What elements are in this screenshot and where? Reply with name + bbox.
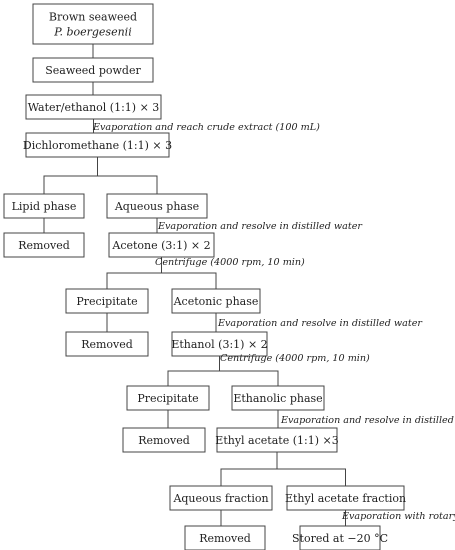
flow-node-n16: Ethyl acetate (1:1) ×3 <box>215 427 339 453</box>
node-label: Precipitate <box>76 295 137 308</box>
node-label: Acetonic phase <box>173 295 259 308</box>
flow-node-n20: Stored at −20 °C <box>292 525 388 550</box>
flow-edge <box>106 257 162 289</box>
node-box <box>32 57 154 83</box>
flow-node-n2: Seaweed powder <box>32 57 154 83</box>
flow-node-n3: Water/ethanol (1:1) × 3 <box>25 94 162 120</box>
flow-node-n9: Precipitate <box>65 288 149 314</box>
node-box <box>25 94 162 120</box>
node-label: Ethyl acetate (1:1) ×3 <box>215 434 338 447</box>
step-annotation: Centrifuge (4000 rpm, 10 min) <box>220 353 370 364</box>
node-box <box>171 288 261 314</box>
flow-node-n11: Removed <box>65 331 149 357</box>
node-box <box>216 427 338 453</box>
flow-edge <box>97 157 158 194</box>
node-label: Removed <box>138 434 190 447</box>
node-label: Seaweed powder <box>45 64 141 77</box>
node-box <box>299 525 381 550</box>
node-box <box>3 232 85 258</box>
flow-edge <box>276 452 346 486</box>
node-box <box>108 232 215 258</box>
node-box <box>106 193 208 219</box>
node-label: Brown seaweed <box>49 11 137 24</box>
flow-node-n19: Removed <box>184 525 266 550</box>
annotations-layer: Evaporation and reach crude extract (100… <box>92 122 455 522</box>
flow-node-n15: Removed <box>122 427 206 453</box>
node-label: Aqueous phase <box>114 200 199 213</box>
flow-edge <box>167 356 220 386</box>
flow-node-n18: Ethyl acetate fraction <box>285 485 406 511</box>
node-label: Precipitate <box>137 392 198 405</box>
node-box <box>171 331 268 357</box>
node-label: Dichloromethane (1:1) × 3 <box>23 139 172 152</box>
node-box <box>65 288 149 314</box>
flow-edge <box>220 452 278 486</box>
step-annotation: Evaporation and resolve in distilled wat… <box>217 318 423 329</box>
step-annotation: Evaporation and resolve in distilled wat… <box>157 221 363 232</box>
node-box <box>122 427 206 453</box>
node-label: Ethyl acetate fraction <box>285 492 406 505</box>
node-box <box>169 485 273 511</box>
node-label: Aqueous fraction <box>172 492 268 505</box>
node-box <box>32 3 154 45</box>
node-label: Ethanolic phase <box>233 392 322 405</box>
node-box <box>184 525 266 550</box>
node-box <box>286 485 405 511</box>
node-label: Ethanol (3:1) × 2 <box>171 338 267 351</box>
flow-node-n7: Removed <box>3 232 85 258</box>
edges-layer <box>43 44 346 526</box>
flow-node-n17: Aqueous fraction <box>169 485 273 511</box>
node-box <box>3 193 85 219</box>
flow-node-n8: Acetone (3:1) × 2 <box>108 232 215 258</box>
node-label: Removed <box>81 338 133 351</box>
node-box <box>126 385 210 411</box>
flow-edge <box>161 257 217 289</box>
node-box <box>25 132 170 158</box>
flow-node-n1: Brown seaweed P. boergesenii <box>32 3 154 45</box>
flow-edge <box>219 356 279 386</box>
flow-node-n13: Precipitate <box>126 385 210 411</box>
node-label: Lipid phase <box>12 200 77 213</box>
flow-edge <box>43 157 98 194</box>
node-box <box>65 331 149 357</box>
flow-node-n14: Ethanolic phase <box>231 385 325 411</box>
node-label: Removed <box>199 532 251 545</box>
flow-node-n4: Dichloromethane (1:1) × 3 <box>23 132 172 158</box>
flow-node-n12: Ethanol (3:1) × 2 <box>171 331 268 357</box>
node-label: Stored at −20 °C <box>292 532 388 545</box>
flow-node-n10: Acetonic phase <box>171 288 261 314</box>
step-annotation: Evaporation and reach crude extract (100… <box>92 122 320 133</box>
flow-node-n6: Aqueous phase <box>106 193 208 219</box>
step-annotation: Evaporation with rotary <box>341 511 455 522</box>
node-box <box>231 385 325 411</box>
node-label: Acetone (3:1) × 2 <box>111 239 210 252</box>
step-annotation: Evaporation and resolve in distilled wat… <box>280 415 455 426</box>
node-label: Removed <box>18 239 70 252</box>
flow-node-n5: Lipid phase <box>3 193 85 219</box>
node-label: P. boergesenii <box>53 26 131 39</box>
node-label: Water/ethanol (1:1) × 3 <box>28 101 160 114</box>
step-annotation: Centrifuge (4000 rpm, 10 min) <box>155 257 305 268</box>
